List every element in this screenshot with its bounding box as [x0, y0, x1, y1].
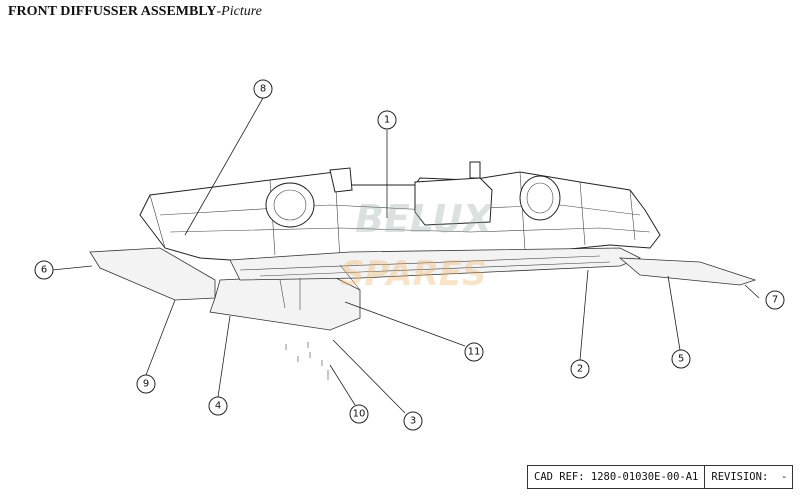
- callout-10: 10: [349, 404, 369, 424]
- cad-ref-cell: CAD REF: 1280-01030E-00-A1: [528, 466, 704, 488]
- svg-text:6: 6: [41, 265, 47, 276]
- svg-text:10: 10: [353, 409, 366, 420]
- svg-text:2: 2: [577, 364, 583, 375]
- cad-ref-value: 1280-01030E-00-A1: [590, 471, 699, 483]
- svg-text:3: 3: [410, 416, 416, 427]
- revision-cell: REVISION: -: [704, 466, 793, 488]
- svg-text:11: 11: [468, 347, 481, 358]
- svg-text:7: 7: [772, 295, 778, 306]
- callout-2: 2: [570, 359, 590, 379]
- callout-5: 5: [671, 349, 691, 369]
- svg-text:9: 9: [143, 379, 149, 390]
- watermark-line2: SPARES: [340, 254, 487, 294]
- diffuser-body: [139, 161, 661, 269]
- watermark: BELUX SPARES: [340, 197, 494, 294]
- svg-text:4: 4: [215, 401, 221, 412]
- callout-7: 7: [765, 290, 785, 310]
- fasteners: [285, 342, 329, 380]
- revision-label: REVISION:: [711, 471, 769, 483]
- revision-value: -: [780, 471, 788, 483]
- callout-3: 3: [403, 411, 423, 431]
- cad-ref-label: CAD REF:: [534, 471, 585, 483]
- callout-4: 4: [208, 396, 228, 416]
- title-sub: -Picture: [216, 4, 262, 19]
- svg-text:8: 8: [260, 84, 266, 95]
- title-block: CAD REF: 1280-01030E-00-A1 REVISION: -: [527, 465, 793, 489]
- watermark-line1: BELUX: [355, 197, 494, 241]
- page-title: FRONT DIFFUSSER ASSEMBLY-Picture: [8, 4, 262, 20]
- floor-panels: [89, 247, 757, 331]
- callout-1: 1: [377, 110, 397, 130]
- leader-lines: [51, 97, 760, 414]
- svg-text:5: 5: [678, 354, 684, 365]
- callout-8: 8: [253, 79, 273, 99]
- title-main: FRONT DIFFUSSER ASSEMBLY: [8, 4, 217, 19]
- svg-text:1: 1: [384, 115, 390, 126]
- callout-6: 6: [34, 260, 54, 280]
- callout-11: 11: [464, 342, 484, 362]
- callout-9: 9: [136, 374, 156, 394]
